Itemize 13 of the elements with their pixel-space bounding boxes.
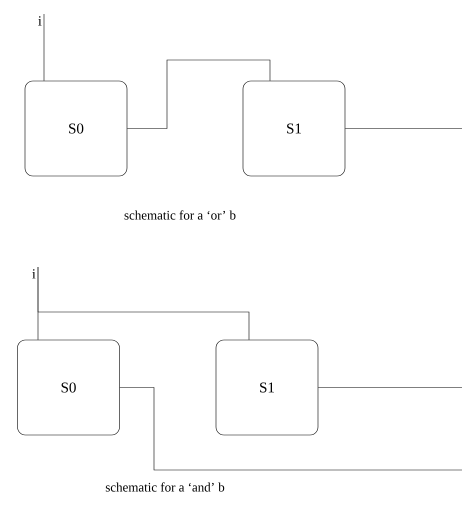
wire: [318, 387, 462, 388]
caption: schematic for a ‘and’ b: [106, 482, 224, 492]
state-box: S0: [17, 340, 120, 436]
state-box: S1: [216, 340, 318, 436]
wire: [120, 387, 462, 470]
pin-label: i: [38, 16, 42, 26]
wire: [127, 60, 270, 129]
caption: schematic for a ‘or’ b: [124, 210, 236, 220]
state-box: S0: [24, 80, 128, 176]
state-box: S1: [242, 80, 346, 176]
wire: [38, 266, 250, 340]
wire: [345, 128, 462, 129]
pin-label: i: [32, 269, 36, 278]
